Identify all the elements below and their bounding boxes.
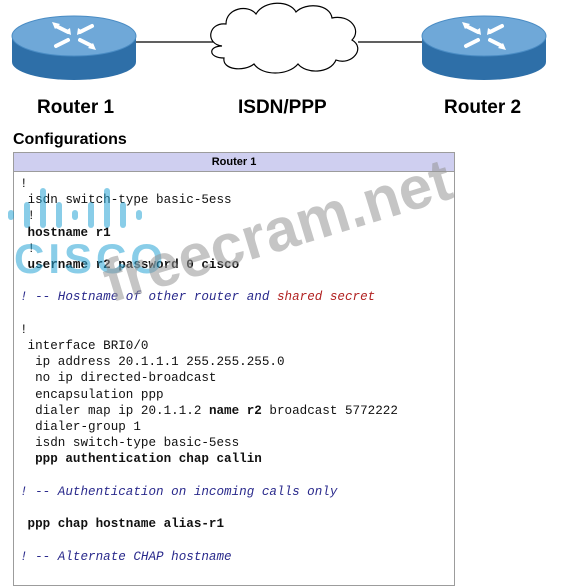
network-diagram [11, 2, 547, 80]
cisco-logo-text: CISCO [14, 235, 167, 280]
isdn-cloud [210, 2, 359, 74]
config-line: ! [27, 209, 36, 224]
router-2-label: Router 2 [444, 97, 522, 118]
config-line: ppp authentication chap callin [20, 452, 262, 467]
isdn-cloud-label: ISDN/PPP [238, 97, 327, 118]
config-line: dialer map ip 20.1.1.2 name r2 broadcast… [20, 403, 398, 418]
config-line: hostname r1 [20, 225, 111, 240]
config-line: ! [20, 177, 28, 191]
config-panel: Router 1 ! isdn switch-type basic-5ess !… [13, 152, 455, 586]
config-line: isdn switch-type basic-5ess [20, 436, 240, 451]
config-line: ! [20, 241, 36, 256]
configurations-title: Configurations [13, 131, 127, 148]
config-line: ppp chap hostname alias-r1 [20, 517, 225, 532]
router-2-icon [421, 15, 547, 80]
cisco-logo-watermark: CISCO [8, 188, 167, 280]
config-line: ! [20, 322, 28, 337]
config-line: ! -- Authentication on incoming calls on… [20, 484, 338, 499]
config-line: username r2 password 0 cisco [20, 258, 240, 272]
router-1-icon [11, 15, 137, 80]
config-line: encapsulation ppp [20, 387, 164, 402]
config-line: dialer-group 1 [20, 420, 141, 434]
config-line: ! -- Hostname of other router and shared… [20, 290, 376, 305]
config-header: Router 1 [14, 153, 454, 172]
router-1-label: Router 1 [37, 97, 115, 118]
config-line: ! -- Alternate CHAP hostname [20, 549, 232, 564]
config-line: ip address 20.1.1.1 255.255.255.0 [20, 355, 285, 370]
config-line: no ip directed-broadcast [20, 371, 217, 386]
config-line: interface BRI0/0 [20, 339, 149, 353]
